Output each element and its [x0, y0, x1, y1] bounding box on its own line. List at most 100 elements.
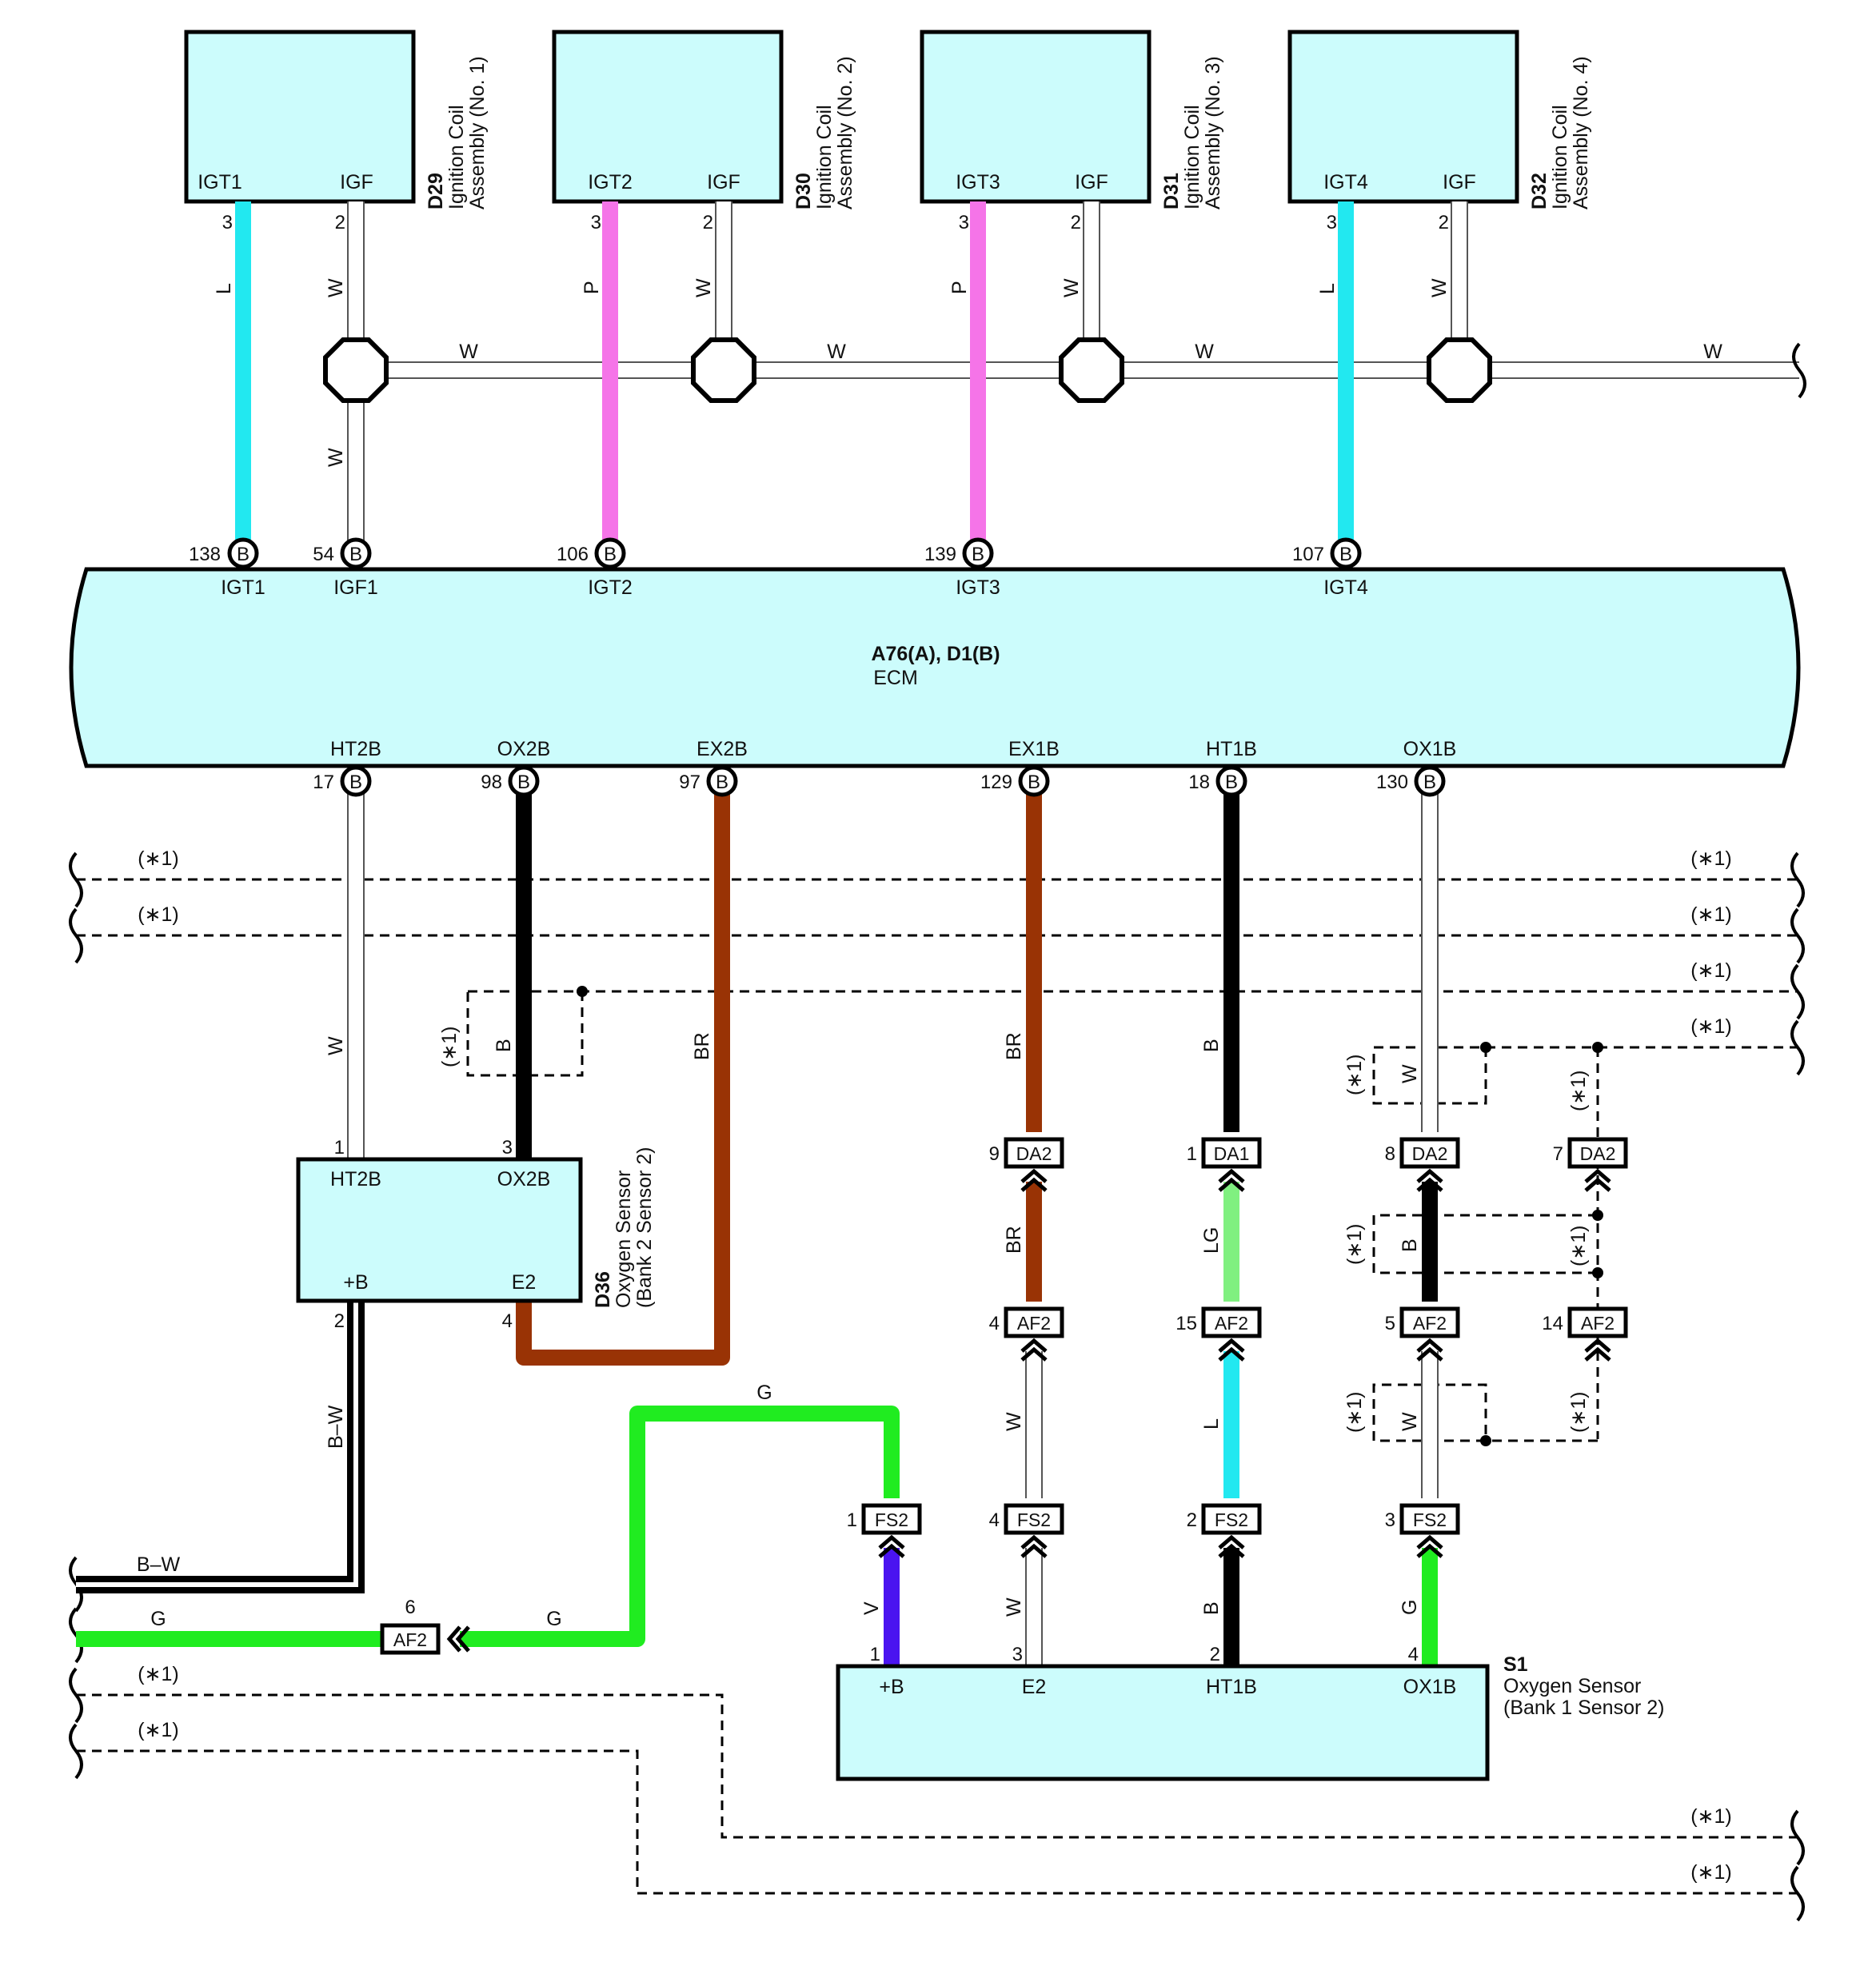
ecm-pin-name: OX1B — [1403, 738, 1457, 760]
ecm-module: A76(A), D1(B) ECM B 138 IGT1 B 54 IGF1 B… — [69, 537, 1801, 768]
ignition-coil-d31: IGT3 IGF 3 2 D31 Ignition Coil Assembly … — [920, 30, 1224, 233]
d36-terminal: OX2B — [497, 1168, 551, 1190]
connector-label: AF2 — [1581, 1313, 1615, 1334]
note-label: (∗1) — [1343, 1223, 1366, 1265]
ecm-bottom-pin: B 18 — [1188, 765, 1247, 797]
connector-af2-6: AF2 6 — [380, 1597, 469, 1655]
wire-color-label: W — [827, 341, 846, 363]
wire-color-label: B — [493, 1039, 515, 1052]
d36-name-line1: Oxygen Sensor — [613, 1170, 635, 1308]
ecm-pin-name: EX2B — [697, 738, 748, 760]
ecm-conn-letter: B — [972, 544, 984, 565]
ecm-conn-letter: B — [1423, 772, 1436, 793]
wire-color-label: G — [546, 1608, 561, 1630]
ecm-conn-letter: B — [237, 544, 249, 565]
note-label: (∗1) — [1690, 903, 1732, 926]
ecm-pin-number: 98 — [481, 772, 502, 793]
ecm-conn-letter: B — [1339, 544, 1352, 565]
note-label: (∗1) — [138, 1719, 179, 1741]
connector-label: FS2 — [1215, 1509, 1248, 1530]
note-label: (∗1) — [1567, 1391, 1590, 1433]
coil-igt-pin: 3 — [1327, 212, 1337, 233]
connector-pin: 5 — [1385, 1313, 1395, 1334]
connector-af2-4: AF2 4 — [989, 1306, 1064, 1360]
wire-color-label: W — [459, 341, 478, 363]
ecm-conn-letter: B — [349, 772, 362, 793]
coil-name-line2: Assembly (No. 4) — [1570, 56, 1592, 209]
s1-terminal: +B — [879, 1676, 904, 1698]
ecm-top-pin: B 138 IGT1 — [189, 537, 265, 599]
ecm-pin-name: HT1B — [1206, 738, 1257, 760]
coil-box — [552, 30, 784, 204]
s1-pin: 1 — [870, 1644, 880, 1665]
shield-note-labels: (∗1) (∗1) (∗1) (∗1) (∗1) (∗1) (∗1) (∗1) … — [138, 847, 1732, 1884]
ecm-pin-name: IGF1 — [333, 576, 378, 599]
d36-pin: 4 — [502, 1310, 513, 1332]
wire-color-label: W — [1399, 1412, 1421, 1431]
wire-color-label: W — [1428, 278, 1451, 297]
connector-label: AF2 — [1215, 1313, 1248, 1334]
connector-label: DA2 — [1412, 1143, 1448, 1164]
s1-terminal: E2 — [1022, 1676, 1047, 1698]
coil-igf-terminal: IGF — [340, 171, 373, 193]
igt-wires — [235, 201, 1354, 552]
d36-pin: 2 — [334, 1310, 345, 1332]
ecm-conn-letter: B — [517, 772, 530, 793]
coil-igt-terminal: IGT3 — [956, 171, 1000, 193]
coil-code: D31 — [1160, 173, 1183, 209]
ecm-bottom-pins: B 17 B 98 B 97 B 129 B 18 B 130 — [313, 765, 1446, 797]
ecm-body — [69, 567, 1801, 768]
wire-color-label: B–W — [137, 1553, 181, 1576]
coil-name-line1: Ignition Coil — [445, 105, 468, 209]
connector-af2-14: AF2 14 — [1542, 1306, 1628, 1360]
note-label: (∗1) — [1567, 1225, 1590, 1266]
ecm-pin-number: 130 — [1376, 772, 1408, 793]
wire-color-label: B — [1399, 1238, 1421, 1252]
coil-name-line2: Assembly (No. 1) — [466, 56, 489, 209]
coil-name-line2: Assembly (No. 2) — [834, 56, 856, 209]
s1-pin: 3 — [1012, 1644, 1023, 1665]
coil-igt-pin: 3 — [959, 212, 969, 233]
ecm-pin-name: IGT3 — [956, 576, 1000, 599]
coil-igf-terminal: IGF — [707, 171, 740, 193]
coil-code: D32 — [1528, 173, 1551, 209]
wire-color-label: BR — [691, 1032, 713, 1060]
coil-igt-pin: 3 — [222, 212, 233, 233]
ecm-pin-number: 97 — [679, 772, 701, 793]
coil-name-line1: Ignition Coil — [1549, 105, 1571, 209]
s1-box — [836, 1664, 1490, 1781]
top-wire-labels: L W W P W P W L W W W W W — [213, 278, 1722, 467]
connector-pin: 3 — [1385, 1509, 1395, 1531]
connector-da2-8: DA2 8 — [1385, 1137, 1460, 1190]
coil-igf-terminal: IGF — [1075, 171, 1108, 193]
note-label: (∗1) — [1690, 1805, 1732, 1828]
oxygen-sensor-d36: HT2B OX2B +B E2 1 3 2 4 D36 Oxygen Senso… — [296, 1137, 656, 1332]
ecm-pin-name: HT2B — [330, 738, 381, 760]
ecm-pin-name: OX2B — [497, 738, 551, 760]
ignition-coil-d32: IGT4 IGF 3 2 D32 Ignition Coil Assembly … — [1287, 30, 1592, 233]
coil-igt-terminal: IGT2 — [588, 171, 633, 193]
connector-pin: 6 — [405, 1597, 415, 1618]
d36-pin: 3 — [502, 1137, 513, 1158]
wire-color-label: P — [581, 281, 603, 294]
coil-name-line1: Ignition Coil — [813, 105, 836, 209]
wire-color-label: B–W — [325, 1405, 347, 1449]
note-label: (∗1) — [138, 1663, 179, 1685]
ecm-conn-letter: B — [1225, 772, 1238, 793]
wire-color-label: W — [1399, 1064, 1421, 1083]
coil-name-line1: Ignition Coil — [1181, 105, 1203, 209]
coil-igt-pin: 3 — [591, 212, 601, 233]
wire-color-label: BR — [1003, 1032, 1025, 1060]
ecm-top-pin: B 107 IGT4 — [1292, 537, 1368, 599]
ecm-pin-number: 17 — [313, 772, 334, 793]
wire-color-label: G — [756, 1382, 772, 1404]
wire-color-label: B — [1200, 1601, 1223, 1615]
ecm-pin-name: IGT2 — [588, 576, 633, 599]
connector-da2-9: DA2 9 — [989, 1137, 1064, 1190]
ecm-name: ECM — [873, 667, 918, 689]
bottom-wire-labels: W B BR BR B W BR LG B W L W V W B G B–W … — [137, 1032, 1421, 1630]
ecm-pin-number: 139 — [924, 544, 956, 565]
splice-point — [1429, 340, 1490, 401]
bw-wire — [76, 1302, 365, 1593]
